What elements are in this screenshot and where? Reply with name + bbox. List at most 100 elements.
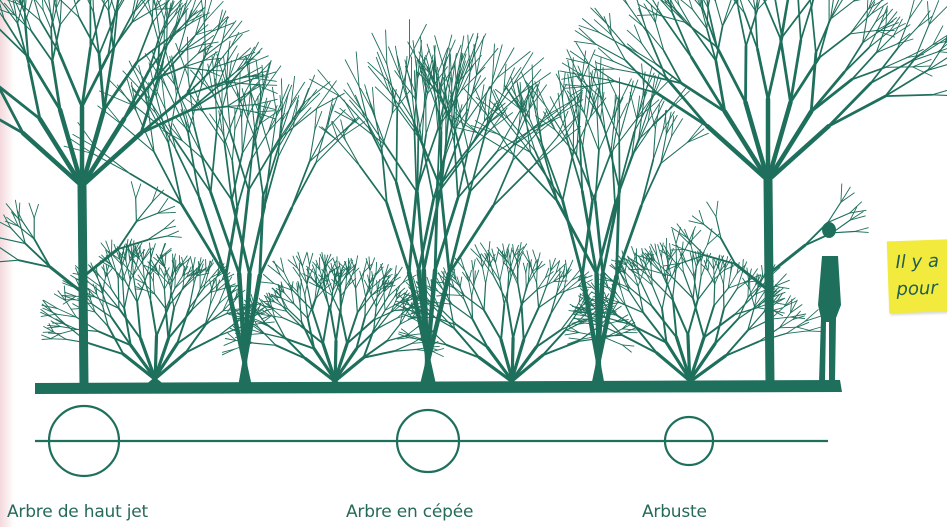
coppice-tree xyxy=(414,71,415,99)
coppice-tree xyxy=(573,58,574,87)
coppice-tree xyxy=(435,198,458,271)
coppice-tree xyxy=(345,140,360,166)
note-line-1: Il y a xyxy=(895,247,947,276)
tall-tree xyxy=(637,15,657,16)
tall-tree xyxy=(929,6,947,25)
shrub xyxy=(155,294,166,309)
shrub xyxy=(110,264,122,280)
tall-tree xyxy=(716,201,718,216)
coppice-tree xyxy=(260,196,263,275)
tall-tree xyxy=(136,184,141,198)
coppice-tree xyxy=(211,192,240,274)
shrub xyxy=(537,253,540,264)
shrub xyxy=(500,281,505,305)
tall-tree xyxy=(0,23,28,57)
coppice-tree xyxy=(316,93,344,109)
tall-tree xyxy=(768,181,770,385)
human-silhouette xyxy=(818,222,841,382)
shrub xyxy=(224,340,236,345)
shrub xyxy=(159,275,165,289)
shrub xyxy=(54,294,65,301)
shrub xyxy=(472,296,473,319)
tall-tree xyxy=(76,0,87,4)
shrub xyxy=(475,271,476,281)
coppice-tree xyxy=(387,203,409,273)
tall-tree xyxy=(0,246,19,260)
shrub xyxy=(51,339,66,340)
tall-tree xyxy=(167,231,179,236)
shrub xyxy=(748,281,749,298)
shrub xyxy=(341,315,347,344)
shrub xyxy=(500,264,504,281)
tall-tree xyxy=(148,0,152,16)
shrub xyxy=(510,259,511,277)
shrub xyxy=(151,244,156,257)
shrub xyxy=(128,245,130,261)
label-shrub: Arbuste xyxy=(642,502,707,522)
shrub xyxy=(101,243,111,256)
shrub xyxy=(323,309,329,344)
shrub xyxy=(469,281,472,296)
coppice-tree xyxy=(422,96,425,142)
tall-tree xyxy=(867,0,868,17)
shrub xyxy=(365,297,366,318)
coppice-tree xyxy=(292,163,316,208)
shrub xyxy=(363,281,366,297)
coppice-tree xyxy=(562,72,565,98)
shrub xyxy=(565,333,579,335)
shrub xyxy=(605,275,609,288)
tall-tree xyxy=(909,0,915,19)
tall-tree xyxy=(24,0,25,23)
tall-tree xyxy=(59,53,82,107)
tall-tree xyxy=(829,96,886,126)
tall-tree xyxy=(798,0,801,40)
shrub xyxy=(569,338,580,339)
shrub xyxy=(151,301,157,336)
shrub xyxy=(672,229,676,243)
shrub xyxy=(537,283,539,308)
tall-tree xyxy=(682,83,725,111)
tall-tree xyxy=(204,0,206,20)
shrub xyxy=(164,289,165,309)
shrub xyxy=(340,287,341,309)
shrub xyxy=(598,335,622,336)
tall-tree xyxy=(850,9,868,34)
tall-tree xyxy=(619,0,629,6)
coppice-tree xyxy=(261,102,268,123)
coppice-tree xyxy=(396,111,397,183)
shrub xyxy=(331,311,336,342)
tall-tree xyxy=(850,31,876,34)
shrub xyxy=(513,304,522,338)
tall-tree xyxy=(854,228,868,232)
coppice-tree xyxy=(339,141,360,166)
tall-tree xyxy=(80,0,94,12)
coppice-tree xyxy=(493,161,513,207)
shrub xyxy=(622,335,657,353)
shrub xyxy=(266,324,285,338)
tall-tree xyxy=(876,31,894,38)
tall-tree xyxy=(746,46,747,102)
shrub xyxy=(486,267,489,284)
shrub xyxy=(797,327,810,330)
tall-tree xyxy=(23,222,35,239)
shrub xyxy=(153,282,154,294)
tall-tree xyxy=(708,0,711,4)
coppice-tree xyxy=(535,82,546,106)
tall-tree xyxy=(227,105,255,107)
shrub xyxy=(370,258,375,271)
shrub xyxy=(551,258,556,270)
shrub xyxy=(507,302,513,338)
tall-tree xyxy=(897,39,913,44)
shrub xyxy=(523,263,526,273)
shrub xyxy=(175,272,176,288)
coppice-tree xyxy=(365,119,382,149)
shrub xyxy=(356,288,358,313)
coppice-tree xyxy=(292,162,310,209)
shrub xyxy=(192,266,193,275)
coppice-tree xyxy=(372,33,387,64)
shrub xyxy=(185,258,190,270)
shrub xyxy=(472,260,473,271)
shrub xyxy=(780,319,794,327)
tall-tree xyxy=(109,0,117,11)
